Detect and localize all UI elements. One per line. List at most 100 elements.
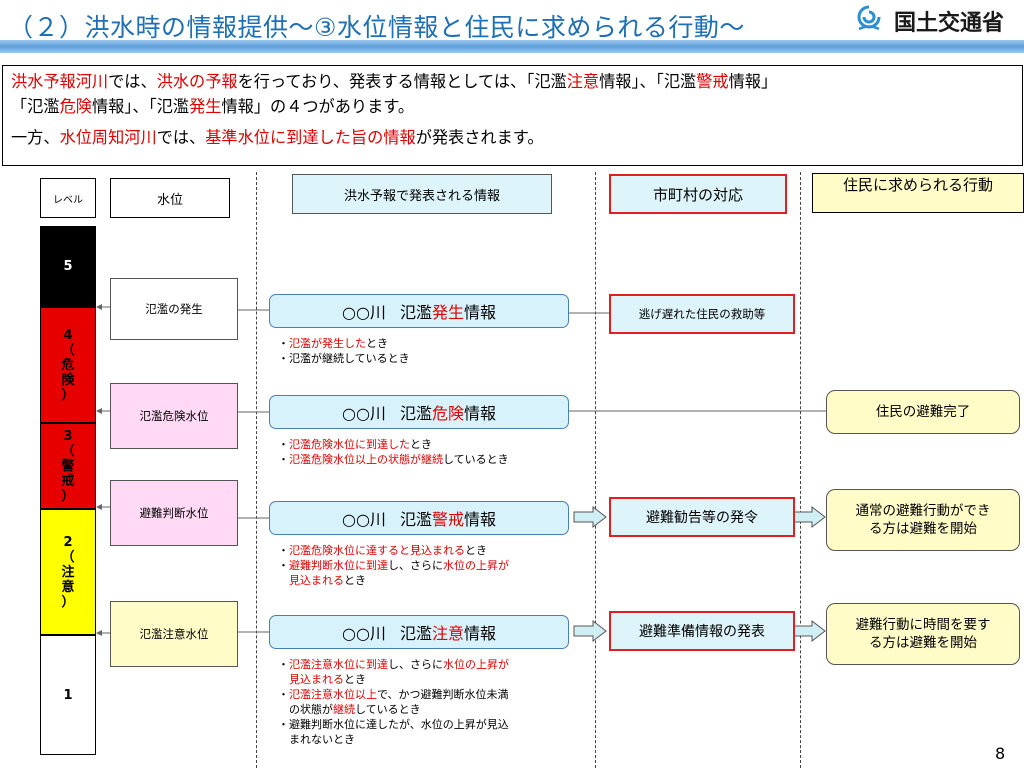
info-flood-occur: ○○川氾濫発生情報: [269, 294, 569, 328]
cond-text: ・: [278, 688, 289, 701]
conditions-occur: ・氾濫が発生したとき ・氾濫が継続しているとき: [278, 336, 410, 366]
info-prefix: 氾濫: [399, 624, 432, 643]
river-name: ○○川: [342, 624, 386, 643]
water-level-evacuation: 避難判断水位: [110, 480, 238, 546]
condition-line: 見込まれるとき: [278, 672, 509, 687]
info-keyword: 発生: [431, 303, 464, 322]
level-4-char: 危: [61, 357, 75, 373]
info-flood-caution: ○○川氾濫注意情報: [269, 615, 569, 649]
intro-text: では、: [156, 128, 206, 147]
info-prefix: 氾濫: [399, 404, 432, 423]
condition-line: の状態が継続しているとき: [278, 702, 509, 717]
cond-text: ・: [278, 559, 289, 572]
condition-line: まれないとき: [278, 732, 509, 747]
intro-text: が発表されます。: [415, 128, 544, 147]
intro-box: 洪水予報河川では、洪水の予報を行っており、発表する情報としては、「氾濫注意情報」…: [2, 65, 1023, 166]
level-2-char: 注: [61, 564, 75, 580]
intro-text: 水位周知河川: [59, 128, 157, 147]
intro-text: を行っており、発表する情報としては、「氾濫: [237, 72, 567, 91]
info-suffix: 情報: [463, 303, 496, 322]
cond-text: し、さらに: [388, 559, 443, 572]
cond-text: とき: [344, 673, 366, 686]
river-name: ○○川: [342, 404, 386, 423]
condition-line: ・氾濫危険水位に到達したとき: [278, 437, 509, 452]
info-keyword: 警戒: [431, 510, 464, 529]
condition-line: ・避難判断水位に達したが、水位の上昇が見込: [278, 717, 509, 732]
header-level: レベル: [40, 178, 96, 218]
column-divider: [595, 172, 596, 768]
city-evacuation-prep: 避難準備情報の発表: [609, 611, 795, 651]
cond-text: 氾濫危険水位以上の状態が継続: [289, 453, 443, 466]
resident-text: る方は避難を開始: [869, 521, 977, 537]
resident-slow-evacuation: 避難行動に時間を要す る方は避難を開始: [826, 603, 1020, 665]
resident-evacuation-complete: 住民の避難完了: [826, 390, 1020, 434]
intro-line-1: 洪水予報河川では、洪水の予報を行っており、発表する情報としては、「氾濫注意情報」…: [11, 69, 1014, 94]
cond-text: 氾濫危険水位に達すると見込まれる: [289, 544, 465, 557]
level-3-char: ）: [61, 488, 75, 504]
level-2-caution: 2 （ 注 意 ）: [40, 509, 96, 635]
cond-text: ・: [278, 658, 289, 671]
info-flood-danger: ○○川氾濫危険情報: [269, 395, 569, 429]
intro-text: 洪水予報河川: [11, 72, 109, 91]
intro-text: 情報」: [728, 72, 778, 91]
cond-text: ・: [278, 337, 289, 350]
conditions-caution: ・氾濫注意水位に到達し、さらに水位の上昇が 見込まれるとき ・氾濫注意水位以上で…: [278, 657, 509, 747]
resident-text: 避難行動に時間を要す: [855, 617, 991, 633]
river-name: ○○川: [342, 303, 386, 322]
intro-text: 情報」、「氾濫: [599, 72, 697, 91]
block-arrow-icon: [792, 619, 826, 643]
info-suffix: 情報: [463, 404, 496, 423]
intro-line-2: 「氾濫危険情報」、「氾濫発生情報」の４つがあります。: [11, 94, 1014, 119]
water-level-flood-occur: 氾濫の発生: [110, 278, 238, 340]
cond-text: 氾濫注意水位以上: [289, 688, 377, 701]
intro-text: 一方、: [11, 128, 60, 147]
info-flood-warning: ○○川氾濫警戒情報: [269, 501, 569, 535]
header-water-level: 水位: [110, 178, 230, 218]
condition-line: ・氾濫注意水位に到達し、さらに水位の上昇が: [278, 657, 509, 672]
intro-text: 注意: [566, 72, 600, 91]
level-2-char: （: [61, 549, 75, 565]
cond-text: 継続: [333, 703, 355, 716]
cond-text: ・: [278, 544, 289, 557]
level-4-num: 4: [63, 327, 73, 343]
level-1: 1: [40, 635, 96, 755]
info-suffix: 情報: [463, 624, 496, 643]
cond-text: 水位の上昇が: [443, 658, 509, 671]
intro-line-3: 一方、水位周知河川では、基準水位に到達した旨の情報が発表されます。: [11, 125, 1014, 150]
cond-text: ・避難判断水位に達したが、水位の上昇が見込: [278, 718, 509, 731]
level-3-char: （: [61, 443, 75, 459]
conditions-danger: ・氾濫危険水位に到達したとき ・氾濫危険水位以上の状態が継続しているとき: [278, 437, 509, 467]
level-3-num: 3: [63, 428, 73, 444]
level-4-danger: 4 （ 危 険 ）: [40, 307, 96, 423]
condition-line: 見込まれるとき: [278, 573, 509, 588]
intro-text: 情報」の４つがあります。: [221, 97, 415, 116]
level-2-char: 意: [61, 579, 75, 595]
condition-line: ・氾濫が発生したとき: [278, 336, 410, 351]
mlit-logo-text: 国土交通省: [894, 11, 1005, 36]
resident-normal-evacuation: 通常の避難行動ができ る方は避難を開始: [826, 489, 1020, 551]
level-3-warning: 3 （ 警 戒 ）: [40, 423, 96, 509]
page-title: （２）洪水時の情報提供～③水位情報と住民に求められる行動～: [8, 13, 745, 42]
condition-line: ・氾濫危険水位以上の状態が継続しているとき: [278, 452, 509, 467]
level-5: 5: [40, 226, 96, 307]
resident-text: 通常の避難行動ができ: [855, 503, 991, 519]
cond-text: で、かつ避難判断水位未満: [377, 688, 509, 701]
condition-line: ・避難判断水位に到達し、さらに水位の上昇が: [278, 558, 509, 573]
header-city-response: 市町村の対応: [609, 174, 787, 214]
level-2-char: ）: [61, 594, 75, 610]
cond-text: ・: [278, 453, 289, 466]
info-keyword: 注意: [431, 624, 464, 643]
condition-line: ・氾濫危険水位に達すると見込まれるとき: [278, 543, 509, 558]
intro-text: 「氾濫: [11, 97, 60, 116]
intro-text: 危険: [59, 97, 92, 116]
level-3-char: 警: [61, 458, 75, 474]
conditions-warning: ・氾濫危険水位に達すると見込まれるとき ・避難判断水位に到達し、さらに水位の上昇…: [278, 543, 509, 588]
info-prefix: 氾濫: [399, 510, 432, 529]
block-arrow-icon: [792, 505, 826, 529]
block-arrow-icon: [573, 505, 607, 529]
intro-text: では、: [108, 72, 157, 91]
condition-line: ・氾濫注意水位以上で、かつ避難判断水位未満: [278, 687, 509, 702]
level-4-char: 険: [61, 372, 75, 388]
column-divider: [256, 172, 257, 768]
